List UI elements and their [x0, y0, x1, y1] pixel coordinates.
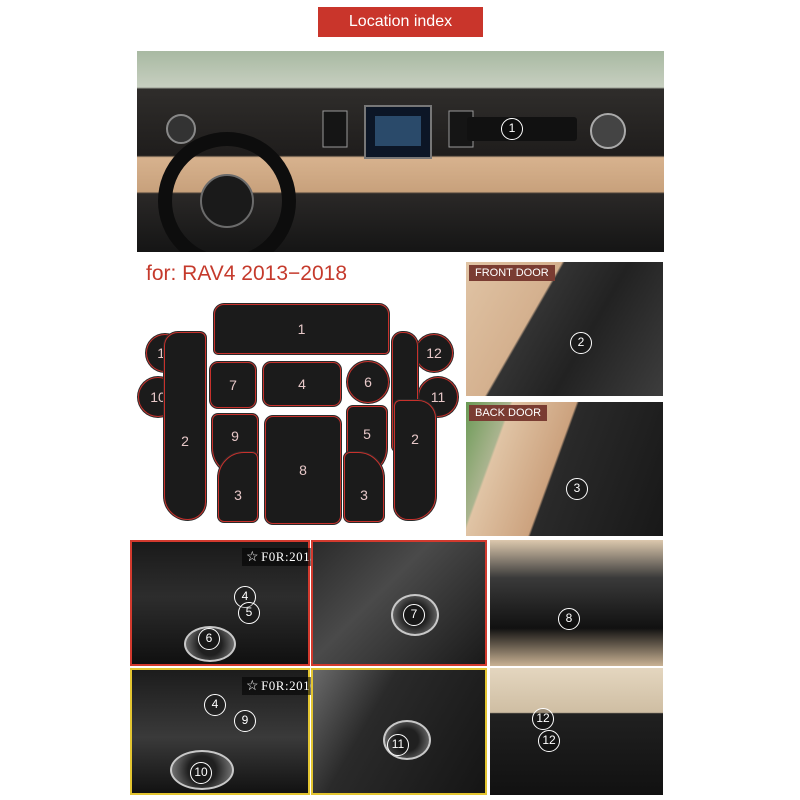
mat-3-inner-right: 3: [344, 452, 384, 522]
front-door-photo: FRONT DOOR 2: [466, 262, 663, 396]
mat-4-number: 4: [298, 376, 306, 392]
mat-3-inner-left: 3: [218, 452, 258, 522]
callout-4-era2: 4: [204, 694, 226, 716]
mat-3-inner-left-number: 3: [234, 487, 242, 504]
callout-9-era2: 9: [234, 710, 256, 732]
back-door-label: BACK DOOR: [469, 405, 548, 421]
mat-2-left: 2: [164, 332, 206, 520]
mat-8: 8: [265, 416, 341, 524]
cupholder-photo-2016-2018: 11: [311, 668, 487, 795]
callout-10-era2: 10: [190, 762, 212, 784]
location-index-banner: Location index: [318, 7, 483, 37]
mat-9-number: 9: [231, 428, 239, 444]
callout-8: 8: [558, 608, 580, 630]
mat-1-number: 1: [297, 321, 306, 337]
dashboard-photo: 1: [137, 51, 664, 252]
dashboard-callout: 1: [501, 118, 523, 140]
callout-5-era1: 5: [238, 602, 260, 624]
mat-3-inner-right-number: 3: [360, 487, 368, 504]
star-icon: ☆: [246, 550, 260, 565]
mat-6-number: 6: [364, 374, 372, 390]
mat-8-number: 8: [299, 462, 307, 478]
mat-7-number: 7: [229, 377, 237, 393]
cupholder-photo-2013-2015: 7: [311, 540, 487, 666]
mat-4: 4: [263, 362, 341, 406]
front-door-callout: 2: [570, 332, 592, 354]
callout-12-lower: 12: [538, 730, 560, 752]
armrest-tray-photo: 8: [490, 540, 663, 666]
mat-7: 7: [210, 362, 256, 408]
mat-6: 6: [347, 361, 389, 403]
mat-5-number: 5: [363, 426, 371, 443]
callout-11-era2: 11: [387, 734, 409, 756]
back-door-photo: BACK DOOR 3: [466, 402, 663, 536]
rear-armrest-photo: 12 12: [490, 668, 663, 795]
mat-12-right-number: 12: [426, 345, 442, 361]
mat-1: 1: [214, 304, 389, 354]
mat-2-right-number: 2: [411, 430, 419, 447]
front-door-label: FRONT DOOR: [469, 265, 555, 281]
model-years-title: for: RAV4 2013−2018: [146, 262, 348, 285]
star-icon: ☆: [246, 679, 260, 694]
mat-10-number: 10: [150, 389, 166, 405]
mat-2-left-number: 2: [181, 432, 189, 449]
mat-11-number: 11: [430, 389, 446, 405]
mat-12-right: 12: [415, 334, 453, 372]
dashboard-illustration: [158, 105, 626, 252]
callout-12-upper: 12: [532, 708, 554, 730]
back-door-callout: 3: [566, 478, 588, 500]
mat-2-right: 2: [394, 400, 436, 520]
callout-6-era1: 6: [198, 628, 220, 650]
console-photo-2016-2018: 4 9 10: [130, 668, 310, 795]
callout-7-era1: 7: [403, 604, 425, 626]
